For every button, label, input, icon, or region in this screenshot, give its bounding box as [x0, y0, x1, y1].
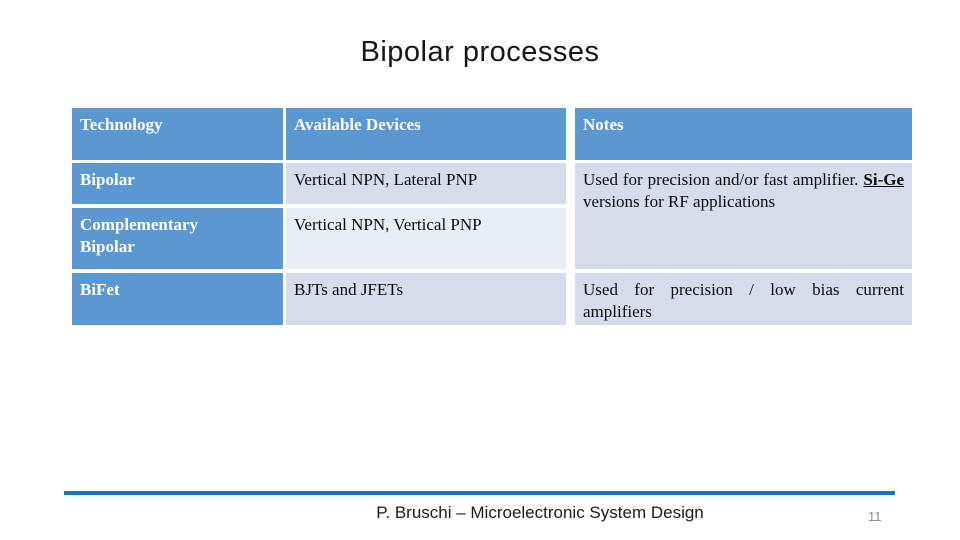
- header-notes: Notes: [575, 108, 912, 160]
- notes-merged-bipolar: Used for precision and/or fast amplifier…: [575, 163, 912, 269]
- header-technology: Technology: [72, 108, 283, 160]
- page-number: 11: [868, 509, 882, 524]
- notes-merged-emphasis: Si-Ge: [863, 170, 904, 189]
- header-available-devices: Available Devices: [286, 108, 566, 160]
- row-bipolar-devices: Vertical NPN, Lateral PNP: [286, 163, 566, 204]
- row-bifet-devices: BJTs and JFETs: [286, 273, 566, 325]
- notes-merged-part1: Used for precision and/or fast amplifier…: [583, 170, 864, 189]
- row-bipolar-technology: Bipolar: [72, 163, 283, 204]
- row-bifet-technology: BiFet: [72, 273, 283, 325]
- row-complementary-bipolar-technology: Complementary Bipolar: [72, 208, 283, 269]
- footer-credit: P. Bruschi – Microelectronic System Desi…: [376, 503, 704, 522]
- notes-bifet: Used for precision / low bias current am…: [575, 273, 912, 325]
- bipolar-processes-table: Technology Available Devices Notes Bipol…: [72, 108, 912, 325]
- slide-title: Bipolar processes: [360, 36, 600, 68]
- row-complementary-bipolar-devices: Vertical NPN, Vertical PNP: [286, 208, 566, 269]
- notes-merged-part2: versions for RF applications: [583, 192, 776, 212]
- footer-divider-line: [64, 491, 895, 495]
